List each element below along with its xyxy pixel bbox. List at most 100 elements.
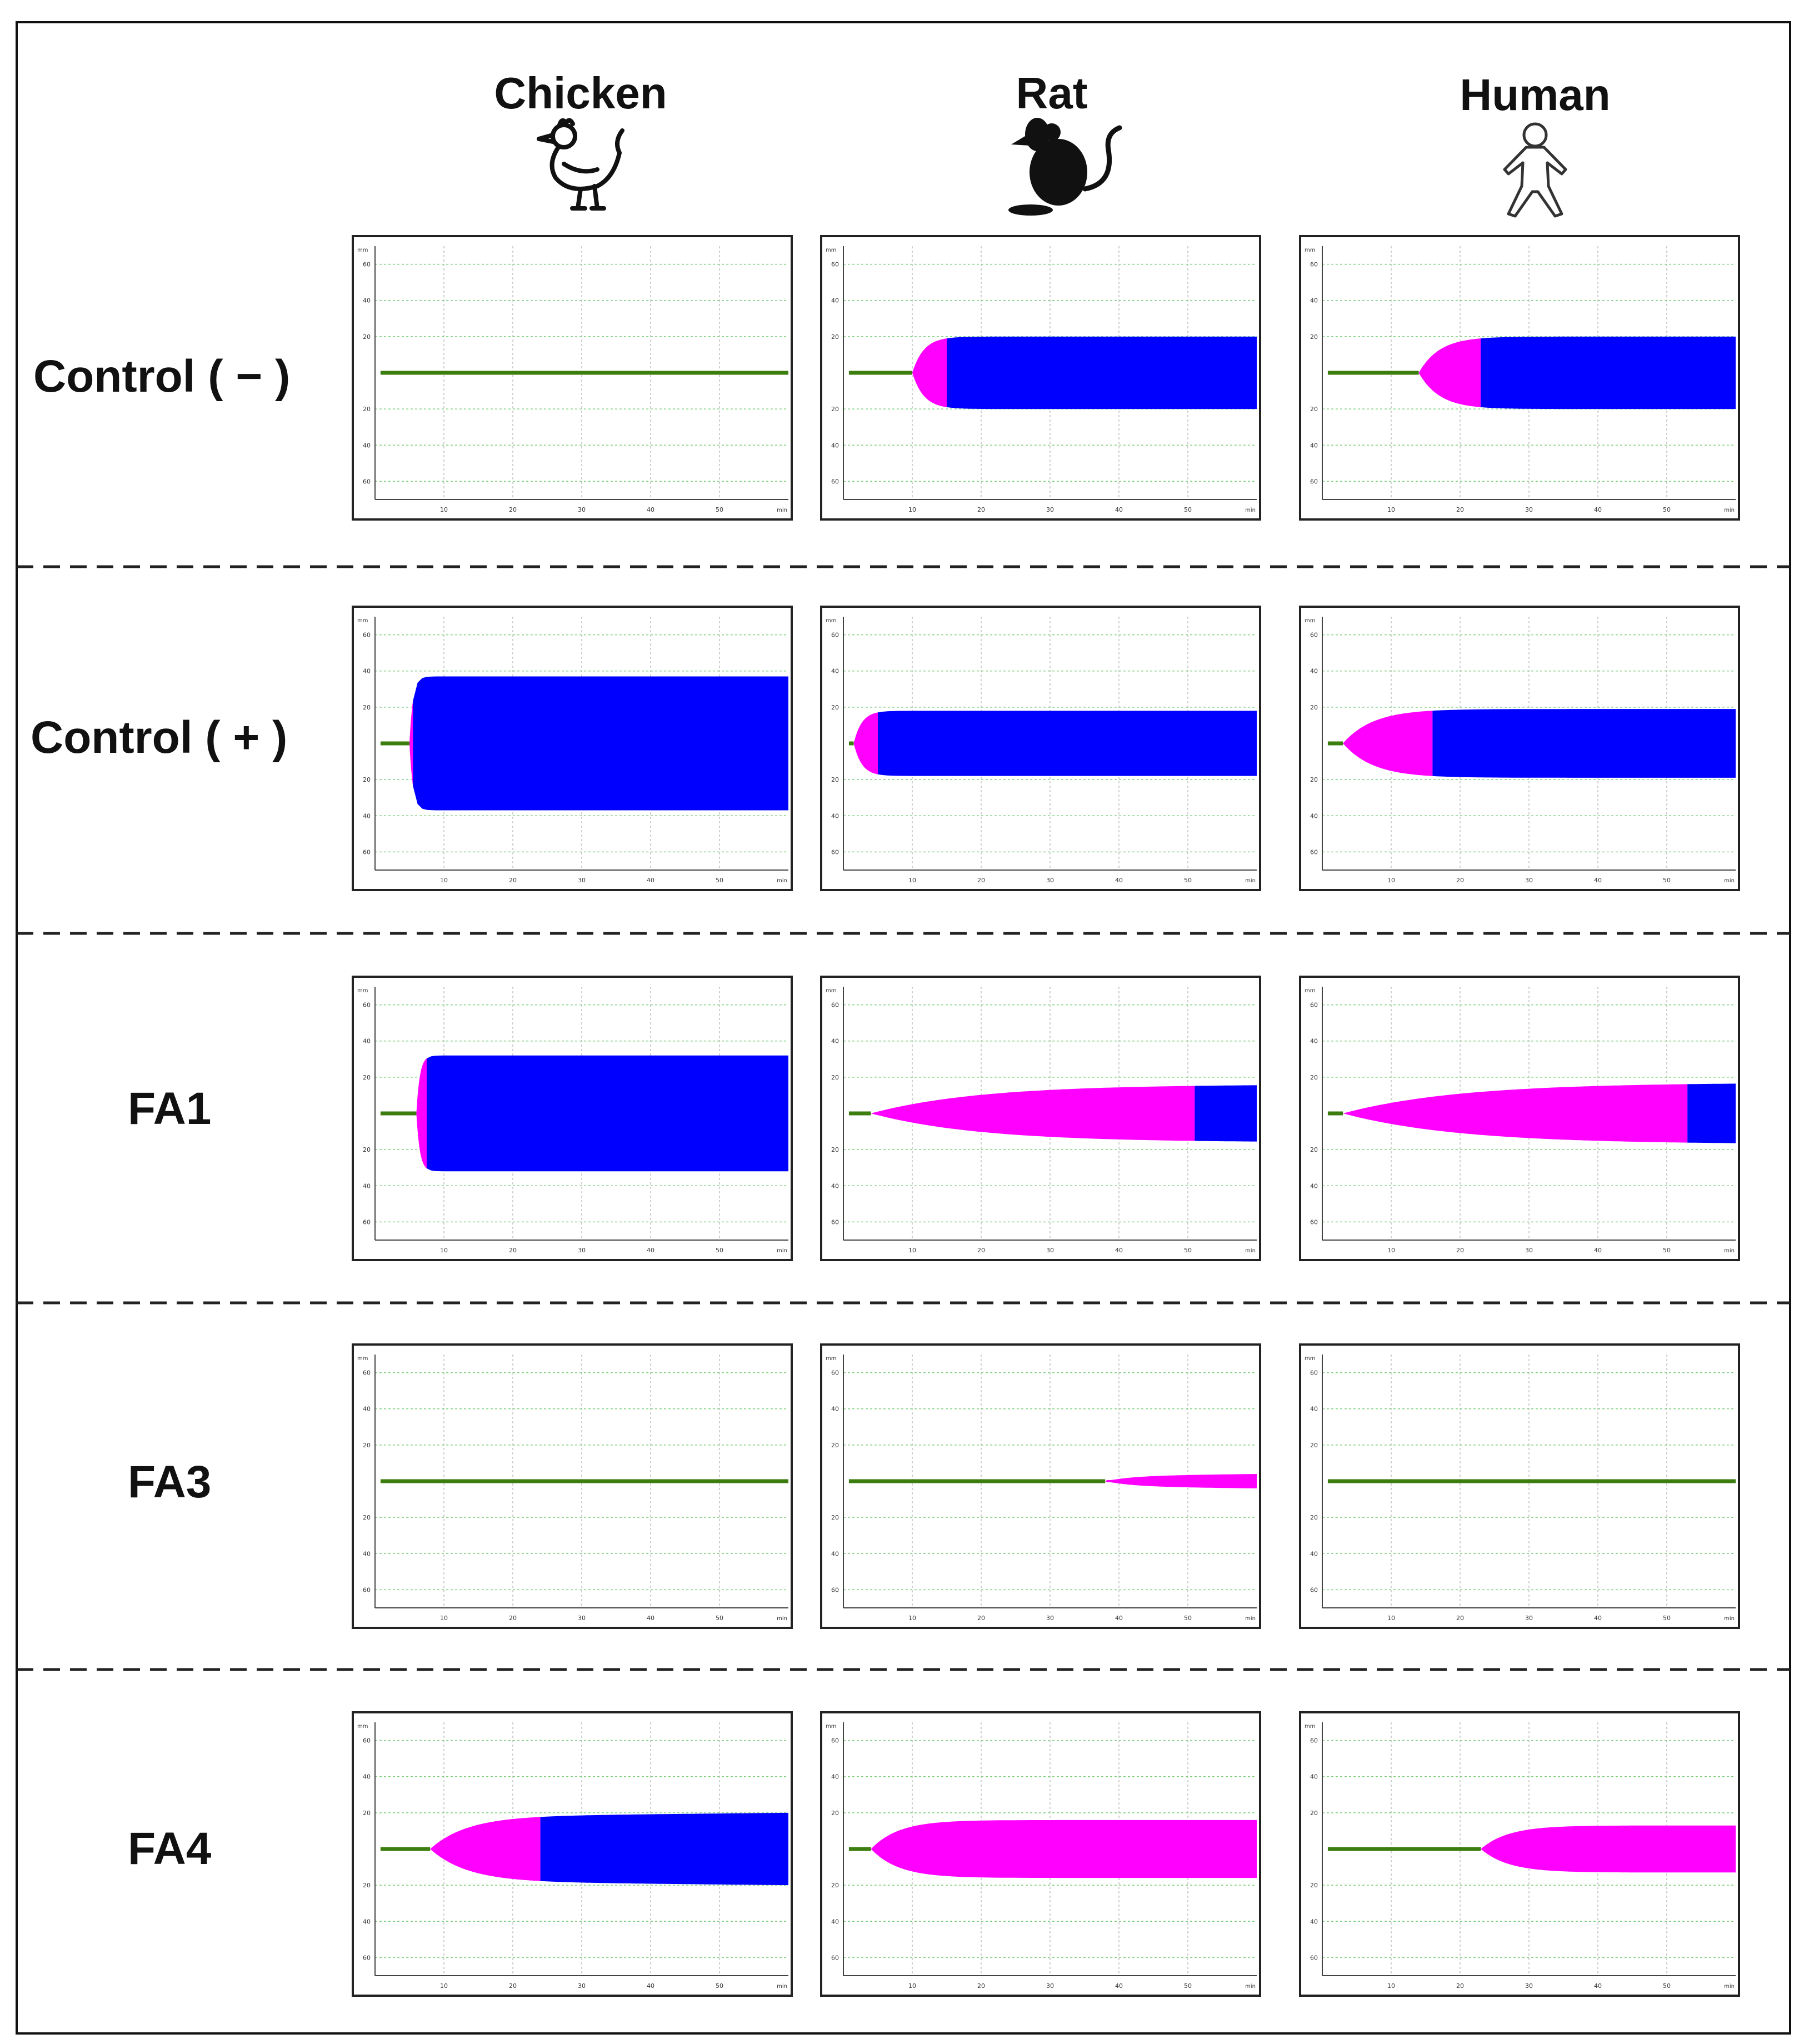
- x-tick-label: 40: [647, 877, 654, 884]
- y-tick-label: 40: [831, 297, 839, 304]
- y-tick-label: 20: [831, 1146, 839, 1153]
- y-tick-label: 60: [363, 1586, 371, 1593]
- x-tick-label: 40: [1115, 1615, 1123, 1622]
- column-title-human: Human: [1460, 70, 1610, 119]
- y-tick-label: 40: [831, 668, 839, 675]
- x-unit-label: min: [1724, 1616, 1735, 1622]
- y-tick-label: 20: [1310, 1442, 1318, 1449]
- x-tick-label: 40: [647, 1247, 654, 1254]
- y-tick-label: 60: [363, 1737, 371, 1745]
- y-tick-label: 20: [831, 333, 839, 341]
- outer-border: [16, 21, 1791, 2035]
- y-unit-label: mm: [826, 1356, 836, 1362]
- clot-area: [413, 676, 788, 811]
- y-tick-label: 20: [1310, 704, 1318, 711]
- x-unit-label: min: [1245, 507, 1256, 513]
- y-tick-label: 20: [1310, 776, 1318, 783]
- x-unit-label: min: [1724, 878, 1735, 884]
- clot-area: [540, 1812, 788, 1886]
- y-unit-label: mm: [1305, 618, 1315, 624]
- x-tick-label: 40: [647, 506, 654, 513]
- y-tick-label: 20: [363, 406, 371, 413]
- row-label-control-negative: Control ( − ): [33, 351, 290, 402]
- y-tick-label: 60: [831, 1370, 839, 1377]
- y-tick-label: 40: [831, 1182, 839, 1190]
- y-tick-label: 60: [363, 848, 371, 856]
- row-label-fa3: FA3: [128, 1457, 211, 1507]
- x-tick-label: 50: [716, 1615, 723, 1622]
- x-tick-label: 30: [578, 877, 586, 884]
- x-tick-label: 20: [1456, 1615, 1464, 1622]
- x-tick-label: 50: [1663, 877, 1671, 884]
- y-tick-label: 40: [1310, 1038, 1318, 1045]
- x-tick-label: 10: [1387, 1615, 1395, 1622]
- x-tick-label: 10: [1387, 506, 1395, 513]
- x-unit-label: min: [777, 507, 787, 513]
- y-unit-label: mm: [357, 1356, 368, 1362]
- x-tick-label: 30: [1046, 1615, 1054, 1622]
- y-tick-label: 40: [1310, 1550, 1318, 1557]
- clot-area: [1195, 1085, 1257, 1142]
- x-tick-label: 50: [1184, 506, 1192, 513]
- y-tick-label: 60: [1310, 1370, 1318, 1377]
- x-tick-label: 30: [1525, 506, 1533, 513]
- x-tick-label: 30: [578, 1982, 586, 1990]
- clot-area: [947, 336, 1257, 409]
- y-tick-label: 20: [1310, 1810, 1318, 1817]
- x-tick-label: 20: [977, 1247, 985, 1254]
- y-tick-label: 40: [1310, 1918, 1318, 1925]
- y-tick-label: 60: [831, 848, 839, 856]
- row-label-fa1: FA1: [128, 1083, 211, 1134]
- y-tick-label: 40: [831, 812, 839, 819]
- x-tick-label: 30: [1525, 877, 1533, 884]
- y-tick-label: 40: [831, 1038, 839, 1045]
- y-tick-label: 60: [1310, 1218, 1318, 1226]
- x-unit-label: min: [777, 1616, 787, 1622]
- y-tick-label: 60: [1310, 1002, 1318, 1009]
- x-tick-label: 10: [1387, 877, 1395, 884]
- y-tick-label: 60: [831, 261, 839, 268]
- y-tick-label: 60: [831, 1586, 839, 1593]
- x-unit-label: min: [777, 878, 787, 884]
- x-tick-label: 50: [1663, 1615, 1671, 1622]
- y-tick-label: 40: [1310, 1182, 1318, 1190]
- y-tick-label: 60: [363, 1370, 371, 1377]
- row-label-fa4: FA4: [128, 1823, 212, 1874]
- y-tick-label: 20: [1310, 1146, 1318, 1153]
- y-tick-label: 40: [363, 668, 371, 675]
- clot-area: [878, 711, 1257, 776]
- y-tick-label: 60: [363, 261, 371, 268]
- y-unit-label: mm: [826, 247, 836, 253]
- x-tick-label: 20: [509, 1615, 517, 1622]
- y-tick-label: 60: [831, 478, 839, 485]
- y-tick-label: 20: [363, 1810, 371, 1817]
- x-tick-label: 10: [440, 1982, 448, 1990]
- y-tick-label: 40: [363, 1918, 371, 1925]
- onset-area: [912, 338, 947, 407]
- x-tick-label: 40: [1594, 1615, 1602, 1622]
- x-tick-label: 50: [716, 506, 723, 513]
- x-tick-label: 10: [440, 1615, 448, 1622]
- y-unit-label: mm: [826, 1723, 836, 1730]
- clot-area: [1432, 709, 1736, 778]
- y-tick-label: 40: [363, 1038, 371, 1045]
- y-tick-label: 20: [363, 704, 371, 711]
- x-tick-label: 50: [1184, 1247, 1192, 1254]
- y-tick-label: 60: [831, 1218, 839, 1226]
- y-tick-label: 40: [363, 1182, 371, 1190]
- x-tick-label: 10: [440, 506, 448, 513]
- rat-icon: [1008, 118, 1122, 216]
- y-tick-label: 60: [363, 1002, 371, 1009]
- x-tick-label: 30: [1525, 1247, 1533, 1254]
- clot-area: [427, 1055, 788, 1172]
- y-tick-label: 40: [831, 1406, 839, 1413]
- y-tick-label: 20: [1310, 333, 1318, 341]
